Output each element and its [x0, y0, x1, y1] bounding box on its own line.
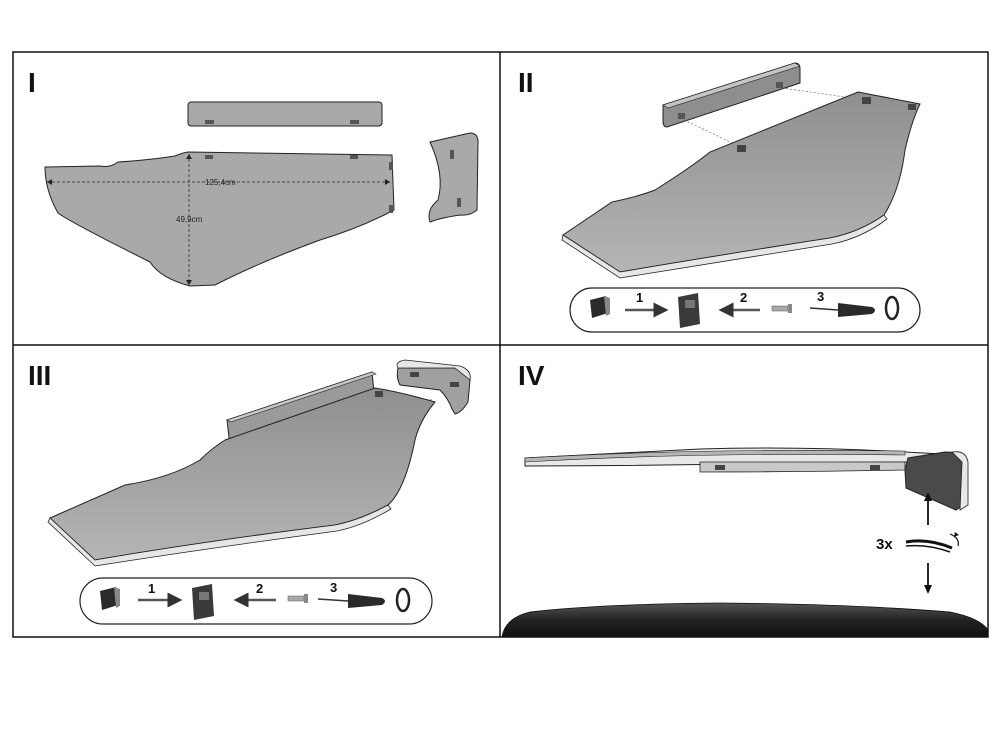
step-3-label: III: [28, 360, 51, 391]
step-4-panel: IV 3x: [501, 360, 989, 638]
dimension-height-label: 49,9cm: [176, 215, 203, 224]
sequence-step-1: 1: [148, 581, 155, 596]
dimension-height: 49,9cm: [176, 154, 203, 285]
sequence-step-3: 3: [817, 289, 824, 304]
side-bracket-part: [904, 451, 969, 511]
step-1-panel: I 125,4cm 49,9cm: [28, 67, 479, 287]
clip-nut-icon: [590, 296, 610, 318]
repeat-count-label: 3x: [876, 536, 893, 553]
side-bracket-part: [396, 359, 471, 415]
main-deflector-panel: [47, 387, 436, 567]
top-strip-part: [187, 101, 383, 127]
sequence-step-3: 3: [330, 580, 337, 595]
fastener-sequence: 1 2 3: [79, 577, 433, 625]
dimension-width: 125,4cm: [47, 178, 390, 187]
clip-on-panel-icon: [678, 293, 700, 328]
step-1-label: I: [28, 67, 36, 98]
step-2-panel: II 1: [518, 62, 921, 333]
rotate-arrow-icon: [395, 587, 411, 613]
step-4-label: IV: [518, 360, 545, 391]
screw-icon: [771, 304, 792, 313]
main-deflector-panel: [561, 91, 921, 279]
screw-icon: [287, 594, 308, 603]
clip-nut-icon: [100, 587, 120, 610]
step-2-label: II: [518, 67, 534, 98]
step-3-panel: III 1: [28, 359, 471, 625]
sequence-step-1: 1: [636, 290, 643, 305]
arrow-down-icon: [924, 563, 932, 594]
main-deflector-panel: [44, 151, 395, 287]
main-deflector-panel-side-view: [524, 447, 961, 473]
side-bracket-part: [428, 132, 479, 223]
fastener-sequence: 1 2 3: [569, 287, 921, 333]
flex-bend-icon: [905, 532, 959, 553]
arrow-up-icon: [924, 492, 932, 525]
screwdriver-icon: [317, 594, 385, 608]
screwdriver-icon: [809, 303, 875, 317]
rotate-arrow-icon: [884, 295, 900, 321]
vehicle-surface: [501, 602, 989, 638]
sequence-step-2: 2: [740, 290, 747, 305]
panel-grid: [12, 51, 989, 638]
top-strip-part: [662, 62, 801, 128]
dimension-width-label: 125,4cm: [205, 178, 236, 187]
clip-on-panel-icon: [192, 584, 214, 620]
sequence-step-2: 2: [256, 581, 263, 596]
